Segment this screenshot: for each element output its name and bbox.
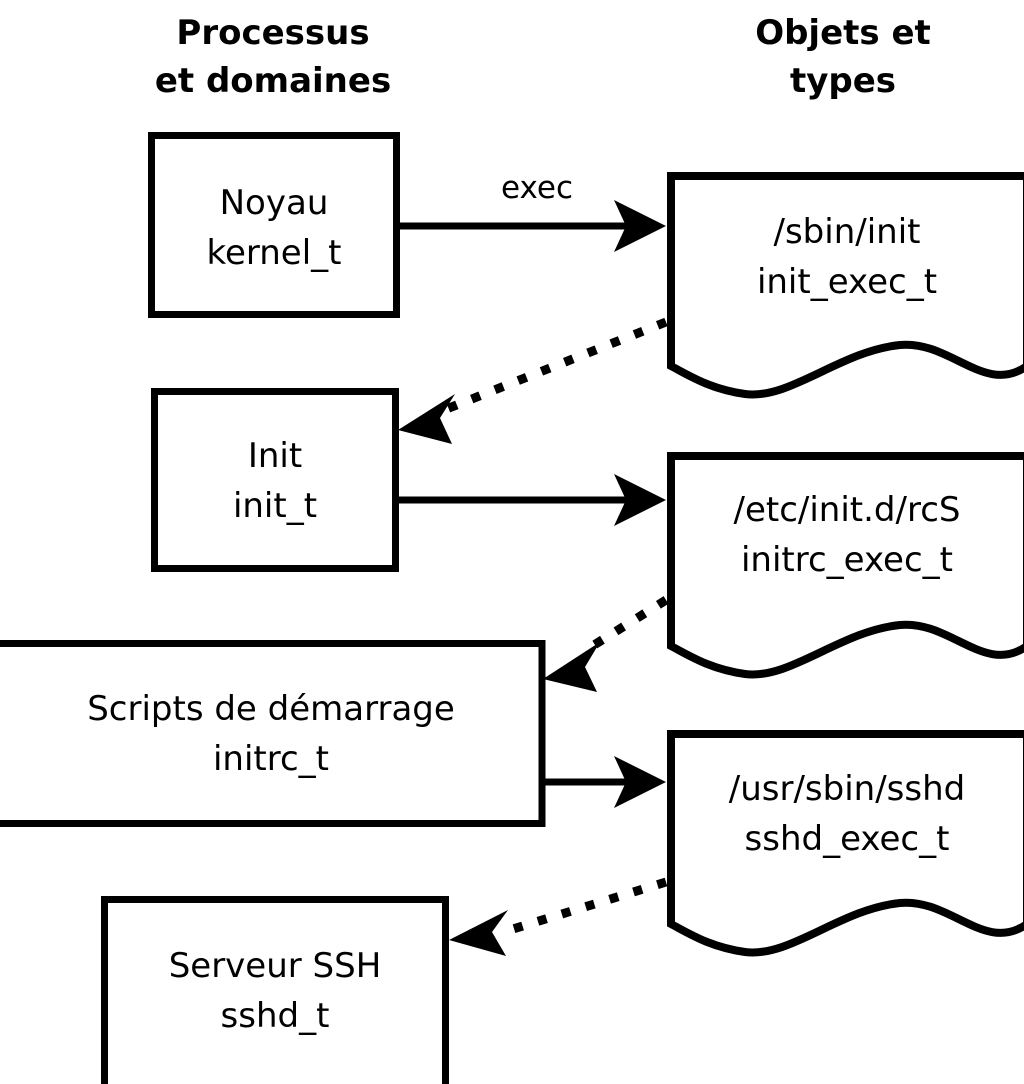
edge-kernel-exec-init-exec: exec [398,170,666,252]
node-initrc-line1: Scripts de démarrage [87,689,455,729]
edge-init-transition-arrowhead [398,394,455,444]
node-init-exec-line1: /sbin/init [774,212,921,252]
edge-initrc-exec-sshd-exec [545,756,666,808]
node-kernel-line1: Noyau [220,183,329,223]
node-initrc-exec-line1: /etc/init.d/rcS [734,490,961,530]
node-initrc-exec[interactable]: /etc/init.d/rcS initrc_exec_t [667,452,1024,679]
node-initrc[interactable]: Scripts de démarrage initrc_t [0,640,546,827]
edge-kernel-exec-arrowhead [614,200,666,252]
node-sshd[interactable]: Serveur SSH sshd_t [101,896,449,1084]
node-sshd-exec-document-shape[interactable] [667,730,1024,957]
edge-sshd-exec-transition-sshd [449,877,668,956]
edge-init-exec-transition-init [398,317,668,444]
edge-init-transition-line [442,317,668,415]
node-kernel-line2: kernel_t [206,233,341,273]
edge-initrc-exec-transition-initrc [543,596,669,692]
node-sshd-line1: Serveur SSH [169,946,382,986]
node-init-exec-document-shape[interactable] [667,172,1024,399]
edge-initrc-transition-line [583,596,669,654]
node-initrc-line2: initrc_t [213,739,329,779]
node-init-exec[interactable]: /sbin/init init_exec_t [667,172,1024,399]
edge-init-exec-arrowhead [614,474,666,526]
node-init-line2: init_t [233,486,317,526]
node-initrc-exec-document-shape[interactable] [667,452,1024,679]
edge-initrc-transition-arrowhead [543,642,600,692]
node-sshd-line2: sshd_t [221,996,330,1036]
node-sshd-exec-line2: sshd_exec_t [745,819,950,859]
node-init[interactable]: Init init_t [151,388,399,572]
node-kernel-box[interactable] [148,132,400,318]
column-header-processes: Processus et domaines [155,13,391,101]
edge-label-exec: exec [501,170,573,206]
column-header-processes-line2: et domaines [155,61,391,101]
edge-initrc-exec-arrowhead [614,756,666,808]
node-initrc-exec-line2: initrc_exec_t [741,540,953,580]
node-sshd-box[interactable] [101,896,449,1084]
column-header-objects-line1: Objets et [755,13,931,53]
node-init-line1: Init [248,436,302,476]
column-header-objects: Objets et types [755,13,931,101]
column-header-objects-line2: types [790,61,896,101]
edge-sshd-transition-arrowhead [449,910,508,956]
node-init-box[interactable] [151,388,399,572]
edge-init-exec-initrc-exec [396,474,666,526]
node-init-exec-line2: init_exec_t [757,262,937,302]
node-sshd-exec-line1: /usr/sbin/sshd [729,769,965,809]
edge-sshd-transition-line [498,877,668,938]
node-initrc-box[interactable] [0,640,546,827]
node-sshd-exec[interactable]: /usr/sbin/sshd sshd_exec_t [667,730,1024,957]
column-header-processes-line1: Processus [176,13,369,53]
node-kernel[interactable]: Noyau kernel_t [148,132,400,318]
